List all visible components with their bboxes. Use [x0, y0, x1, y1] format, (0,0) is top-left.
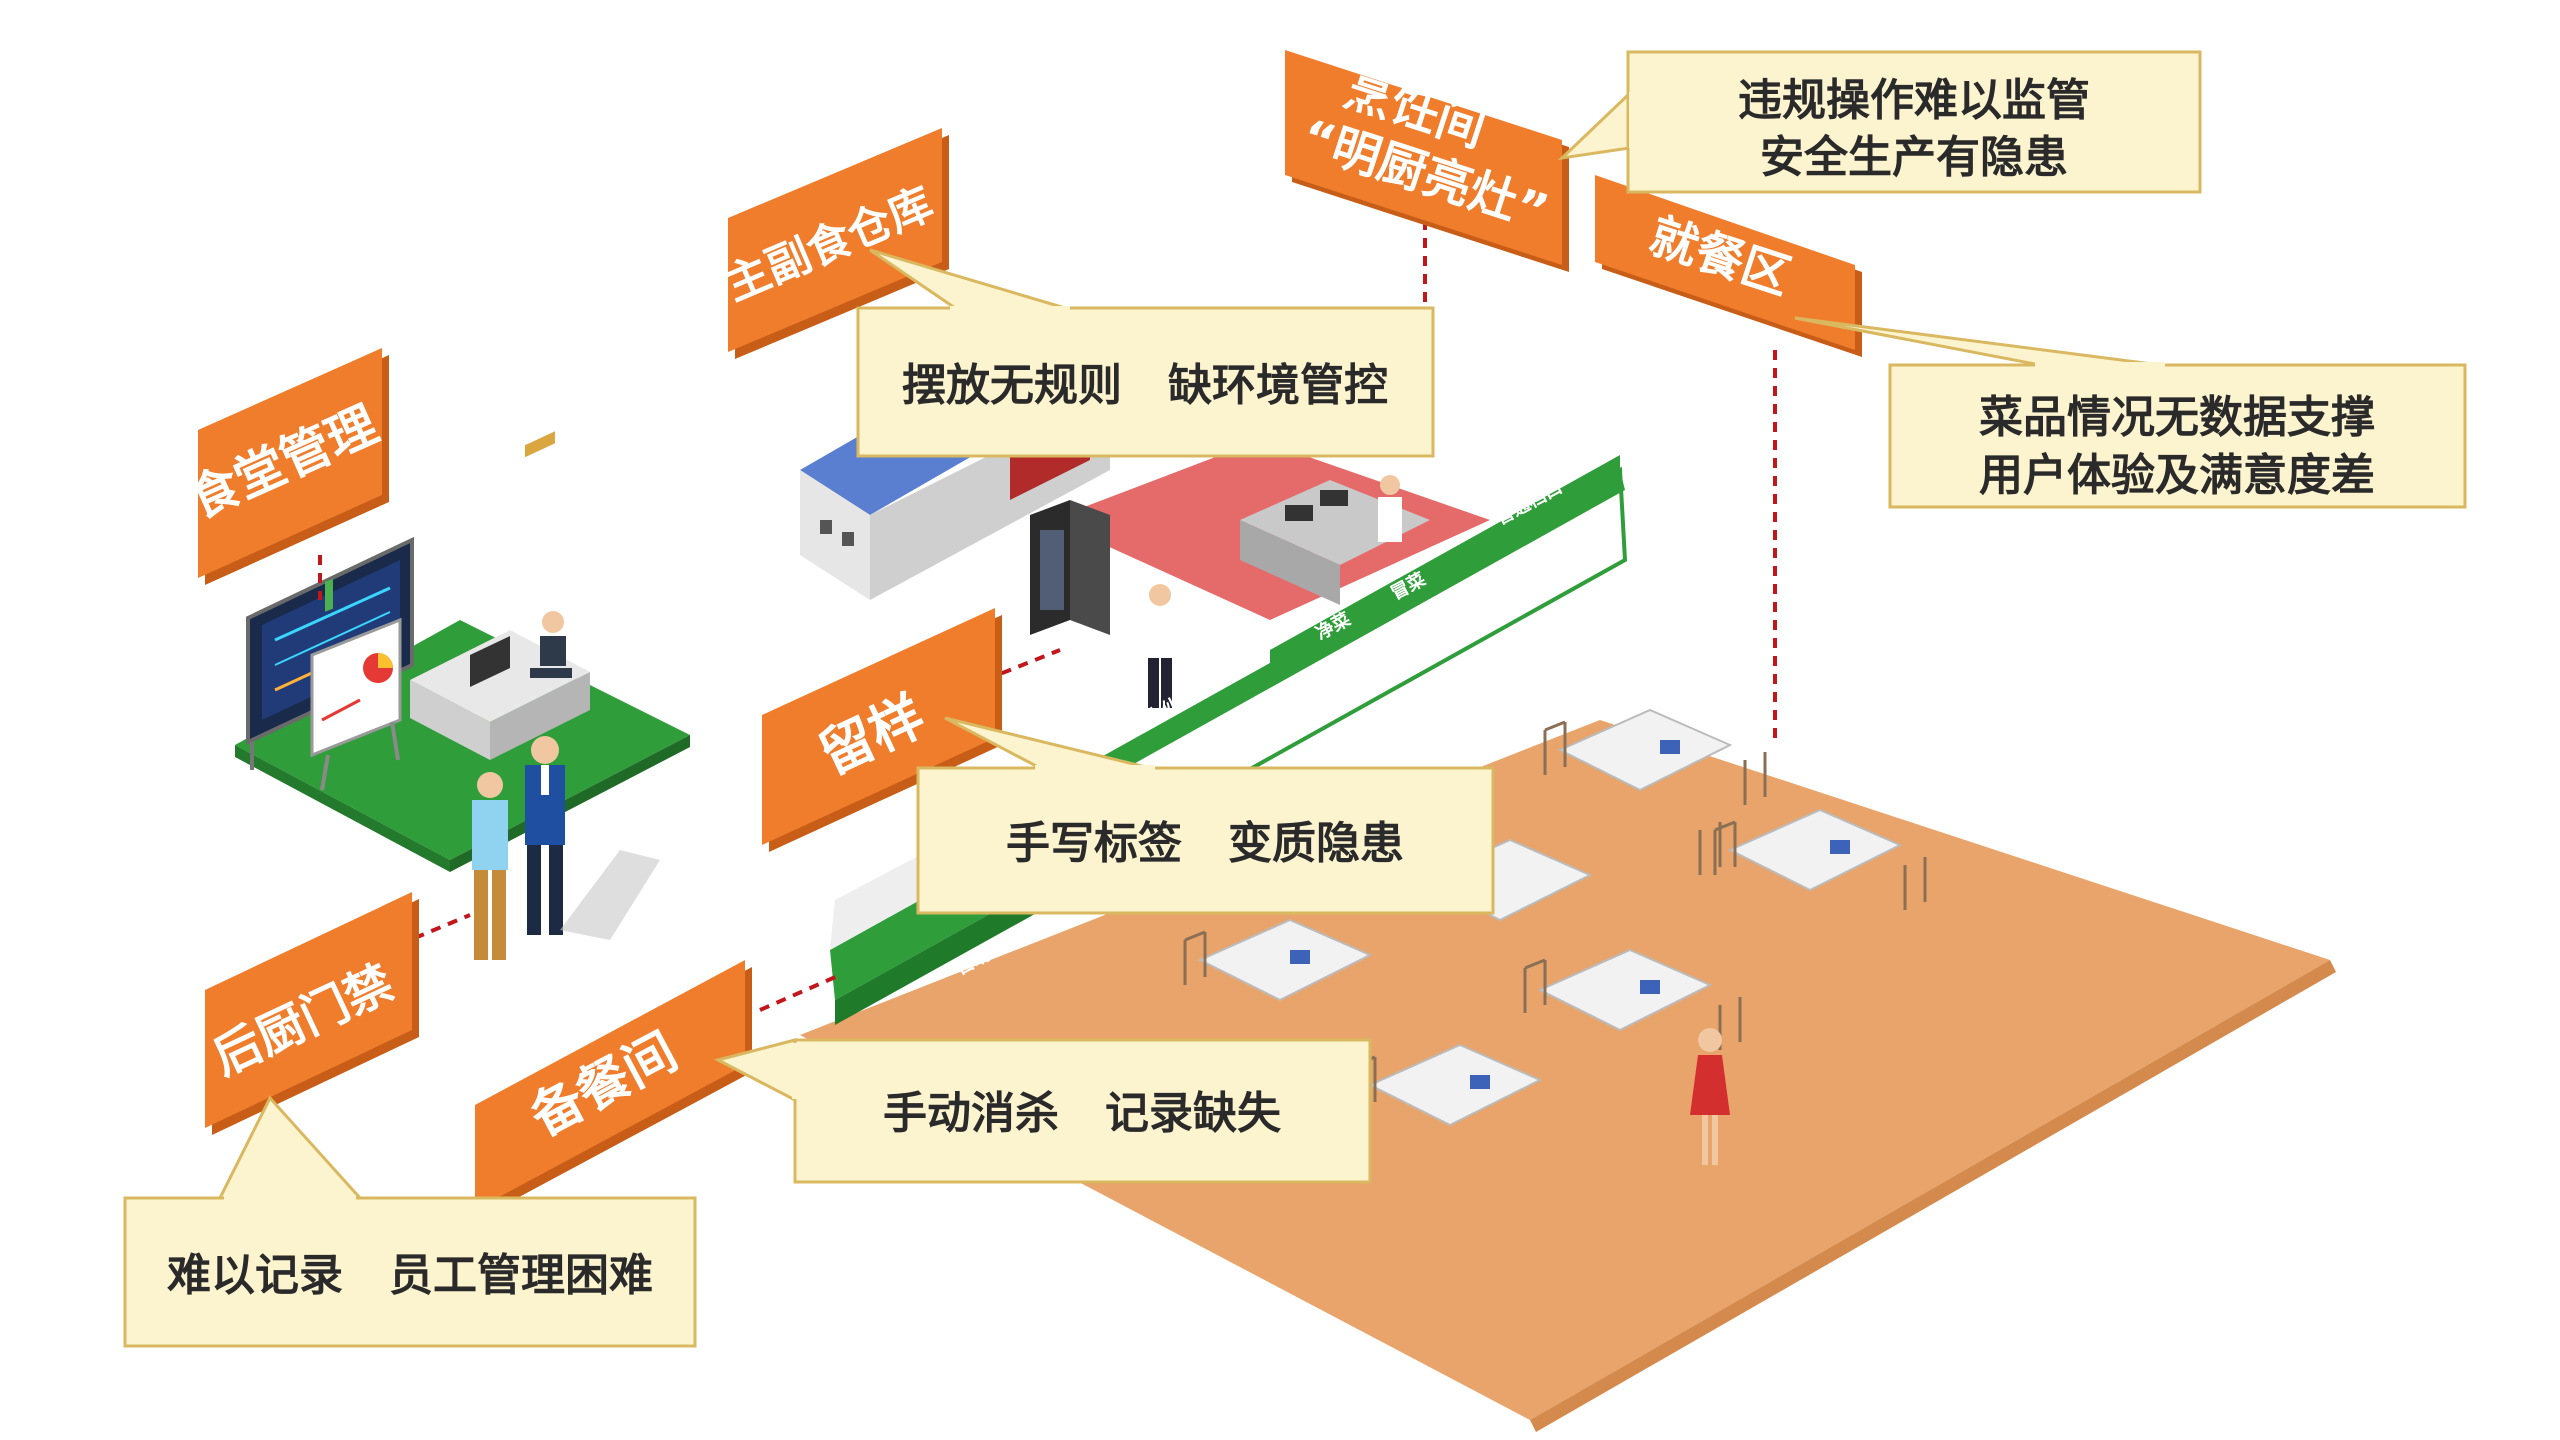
person-icon — [1690, 1028, 1730, 1165]
tag-prep-room: 备餐间 — [475, 960, 752, 1217]
person-icon — [472, 772, 508, 960]
tag-sample: 留样 — [762, 608, 1002, 852]
callout-access: 难以记录 员工管理困难 — [123, 1095, 697, 1348]
dining-table-icon — [1197, 708, 1903, 1127]
callout-storage-text: 摆放无规则 缺环境管控 — [902, 360, 1388, 411]
person-icon — [1378, 475, 1402, 542]
dashboard-screen-icon — [246, 536, 414, 770]
person-icon — [525, 736, 565, 935]
chair-icon — [1183, 720, 1927, 1110]
computer-desk-icon — [410, 431, 590, 760]
callout-violation-line1: 违规操作难以监管 — [1738, 75, 2090, 126]
shadow-decoration — [560, 850, 660, 940]
callout-dishes-line1: 菜品情况无数据支撑 — [1979, 392, 2375, 443]
callout-dishes: 菜品情况无数据支撑 用户体验及满意度差 — [1794, 316, 2467, 509]
callout-sample-text: 手写标签 变质隐患 — [1006, 818, 1404, 869]
person-icon — [1146, 584, 1174, 708]
chart-board-icon — [310, 578, 402, 791]
tag-back-door: 后厨门禁 — [204, 892, 419, 1135]
tag-dining: 就餐区 — [1595, 175, 1862, 357]
tag-canteen-mgmt: 食堂管理 — [180, 348, 389, 585]
callout-storage: 摆放无规则 缺环境管控 — [856, 248, 1435, 458]
callout-sample: 手写标签 变质隐患 — [916, 716, 1495, 915]
callout-violation: 违规操作难以监管 安全生产有隐患 — [1557, 50, 2202, 194]
callout-dishes-line2: 用户体验及满意度差 — [1979, 450, 2375, 501]
callout-disinfect: 手动消杀 记录缺失 — [713, 1038, 1372, 1184]
refrigerator-icon — [1030, 500, 1110, 635]
callout-disinfect-text: 手动消杀 记录缺失 — [883, 1088, 1282, 1139]
person-icon — [530, 611, 572, 678]
callout-violation-line2: 安全生产有隐患 — [1760, 132, 2068, 183]
callout-access-text: 难以记录 员工管理困难 — [167, 1250, 653, 1301]
